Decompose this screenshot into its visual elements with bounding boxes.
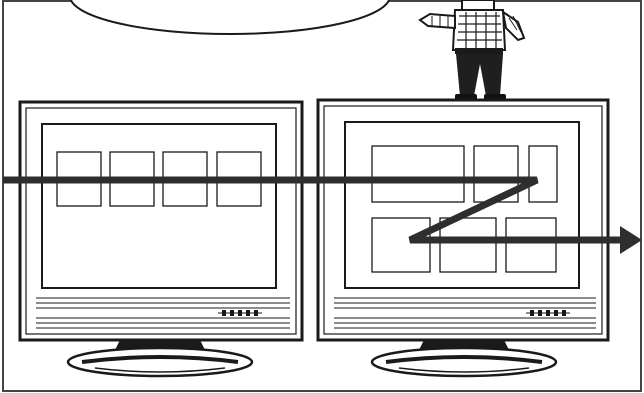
right-tile-large: [372, 146, 464, 202]
right-tile-4: [372, 218, 430, 272]
right-monitor-buttons: [526, 310, 570, 316]
right-tile-6: [506, 218, 556, 272]
left-monitor-buttons: [218, 310, 262, 316]
left-monitor: [20, 102, 302, 376]
right-tile-3: [529, 146, 557, 202]
right-tile-5: [440, 218, 496, 272]
